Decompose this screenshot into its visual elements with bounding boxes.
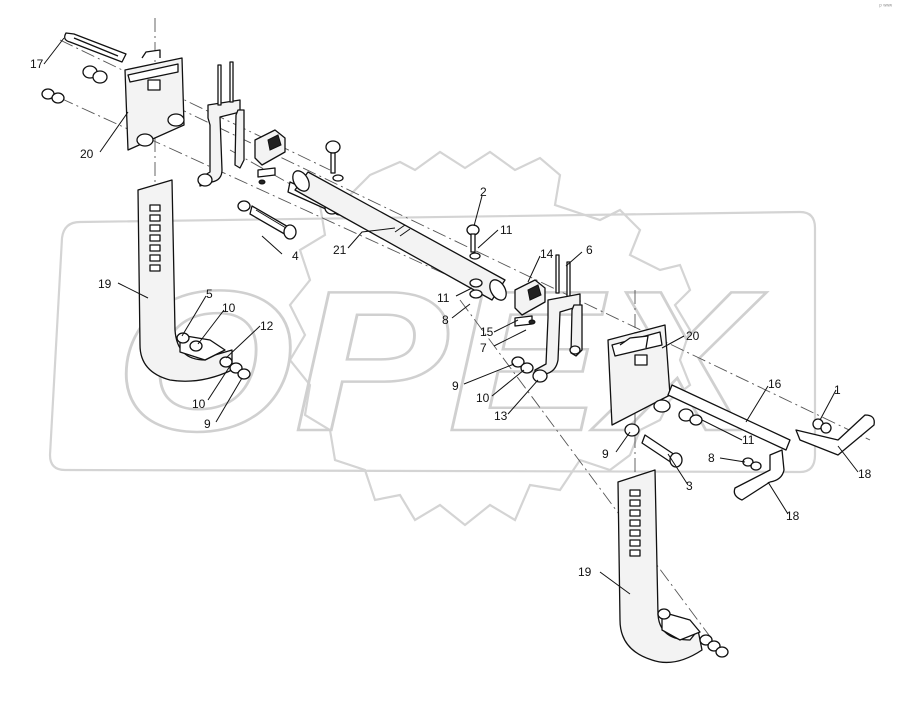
callout-11: 11 bbox=[437, 291, 450, 305]
part-21-main-tube bbox=[292, 170, 507, 301]
callout-19: 19 bbox=[578, 565, 592, 579]
callout-20: 20 bbox=[686, 329, 700, 343]
callout-11: 11 bbox=[500, 223, 513, 237]
callout-11: 11 bbox=[742, 433, 755, 447]
leader-lines bbox=[43, 37, 859, 595]
part-2-bolt bbox=[466, 224, 481, 260]
part-6-u-bracket-right bbox=[532, 254, 583, 383]
part-8-washers-right bbox=[742, 457, 762, 471]
part-17-link-bar bbox=[64, 32, 127, 63]
callout-16: 16 bbox=[768, 377, 782, 391]
callout-21: 21 bbox=[333, 243, 347, 257]
part-16-link-bar bbox=[667, 384, 791, 451]
callout-9: 9 bbox=[452, 379, 459, 393]
corner-mark: ᵖ ʷʷʷ bbox=[879, 4, 892, 10]
callout-13: 13 bbox=[494, 409, 508, 423]
part-18-handle-right-lower bbox=[733, 449, 785, 501]
callout-9: 9 bbox=[602, 447, 609, 461]
callout-8: 8 bbox=[708, 451, 715, 465]
callout-7: 7 bbox=[480, 341, 487, 355]
callout-2: 2 bbox=[480, 185, 487, 199]
callout-8: 8 bbox=[442, 313, 449, 327]
part-18-handle-right-upper bbox=[795, 414, 875, 456]
washer-stack-bottom-right bbox=[699, 634, 729, 658]
part-19-vertical-bracket-left bbox=[137, 179, 233, 382]
callout-14: 14 bbox=[540, 247, 554, 261]
callout-18: 18 bbox=[858, 467, 872, 481]
part-14-clamp-left bbox=[254, 129, 286, 185]
watermark-banner bbox=[48, 210, 817, 474]
callout-6: 6 bbox=[586, 243, 593, 257]
part-4-bolt bbox=[237, 200, 297, 240]
callout-15: 15 bbox=[480, 325, 494, 339]
callout-10: 10 bbox=[222, 301, 236, 315]
washer-stack-mid-left bbox=[189, 340, 251, 380]
callout-17: 17 bbox=[30, 57, 44, 71]
part-20-bracket-plate-left bbox=[124, 49, 185, 151]
callout-4: 4 bbox=[292, 249, 299, 263]
callout-5: 5 bbox=[206, 287, 213, 301]
callout-1: 1 bbox=[834, 383, 841, 397]
callout-19: 19 bbox=[98, 277, 112, 291]
callout-9: 9 bbox=[204, 417, 211, 431]
washer-stack-top-left bbox=[41, 65, 108, 104]
part-19-vertical-bracket-right bbox=[617, 469, 703, 664]
part-20-bracket-plate-right bbox=[607, 324, 671, 437]
callout-3: 3 bbox=[686, 479, 693, 493]
callout-10: 10 bbox=[192, 397, 206, 411]
callout-10: 10 bbox=[476, 391, 490, 405]
part-11-washers-mid bbox=[469, 278, 483, 299]
callout-12: 12 bbox=[260, 319, 274, 333]
callout-18: 18 bbox=[786, 509, 800, 523]
bolt-rear-left bbox=[325, 140, 344, 182]
part-1-bolt bbox=[812, 418, 832, 434]
watermark-gear bbox=[288, 150, 692, 527]
part-u-bracket-left bbox=[197, 61, 245, 187]
callout-20: 20 bbox=[80, 147, 94, 161]
part-14-clamp-right bbox=[514, 279, 546, 327]
callout-labels: 17 20 19 4 21 2 11 14 6 11 8 15 7 5 10 1… bbox=[30, 57, 872, 579]
